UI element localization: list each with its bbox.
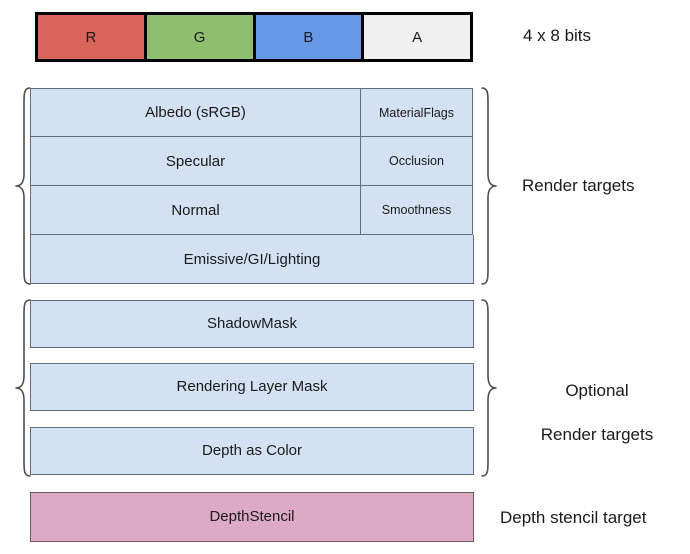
render-target-row-albedo: Albedo (sRGB) MaterialFlags bbox=[30, 88, 474, 137]
render-target-albedo-alpha: MaterialFlags bbox=[360, 88, 473, 137]
optional-render-targets-annotation: Optional Render targets bbox=[522, 358, 672, 468]
render-target-specular-rgb: Specular bbox=[30, 137, 361, 186]
render-target-albedo-rgb: Albedo (sRGB) bbox=[30, 88, 361, 137]
bit-channel-a-label: A bbox=[412, 28, 423, 46]
render-target-specular-alpha: Occlusion bbox=[360, 137, 473, 186]
bit-channel-b-label: B bbox=[303, 28, 314, 46]
render-target-specular-rgb-label: Specular bbox=[165, 152, 226, 170]
optional-render-targets-annotation-line1: Optional bbox=[565, 381, 629, 401]
bit-bar-annotation: 4 x 8 bits bbox=[523, 26, 592, 45]
render-target-row-normal: Normal Smoothness bbox=[30, 186, 474, 235]
render-targets-right-brace bbox=[480, 86, 498, 286]
optional-render-target-shadowmask: ShadowMask bbox=[30, 300, 474, 348]
depth-stencil-annotation: Depth stencil target bbox=[500, 508, 647, 527]
render-target-emissive: Emissive/GI/Lighting bbox=[30, 235, 474, 284]
render-target-normal-alpha: Smoothness bbox=[360, 186, 473, 235]
optional-render-target-rendering-layer-mask-label: Rendering Layer Mask bbox=[176, 378, 328, 396]
render-target-albedo-alpha-label: MaterialFlags bbox=[378, 105, 455, 120]
bit-channel-a: A bbox=[364, 15, 470, 59]
optional-render-target-shadowmask-label: ShadowMask bbox=[206, 315, 298, 333]
render-target-normal-alpha-label: Smoothness bbox=[381, 203, 452, 217]
optional-render-target-rendering-layer-mask: Rendering Layer Mask bbox=[30, 363, 474, 411]
bit-channel-bar: R G B A bbox=[35, 12, 473, 62]
render-target-normal-rgb-label: Normal bbox=[171, 201, 220, 219]
render-target-emissive-label: Emissive/GI/Lighting bbox=[183, 250, 321, 268]
depth-stencil-target-label: DepthStencil bbox=[209, 508, 295, 526]
bit-channel-g-label: G bbox=[193, 28, 206, 46]
render-target-row-specular: Specular Occlusion bbox=[30, 137, 474, 186]
optional-render-targets-annotation-line2: Render targets bbox=[540, 425, 654, 445]
render-target-normal-rgb: Normal bbox=[30, 186, 361, 235]
bit-channel-r-label: R bbox=[85, 28, 97, 46]
bit-channel-g: G bbox=[146, 15, 256, 59]
optional-render-target-depth-as-color: Depth as Color bbox=[30, 427, 474, 475]
render-target-specular-alpha-label: Occlusion bbox=[389, 154, 444, 168]
optional-render-targets-right-brace bbox=[480, 298, 498, 478]
render-target-albedo-rgb-label: Albedo (sRGB) bbox=[145, 104, 246, 121]
bit-channel-r: R bbox=[38, 15, 147, 59]
depth-stencil-target: DepthStencil bbox=[30, 492, 474, 542]
optional-render-target-depth-as-color-label: Depth as Color bbox=[201, 442, 303, 460]
bit-channel-b: B bbox=[255, 15, 365, 59]
render-target-row-emissive: Emissive/GI/Lighting bbox=[30, 235, 474, 284]
render-targets-annotation: Render targets bbox=[522, 176, 635, 195]
